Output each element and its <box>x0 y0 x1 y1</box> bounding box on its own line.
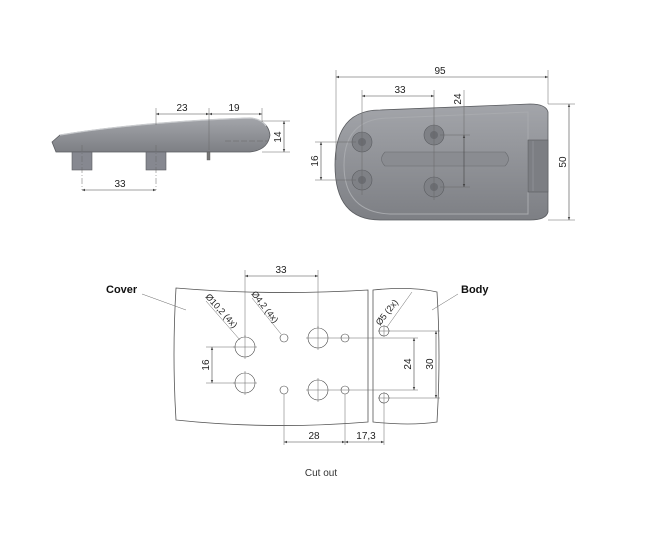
top-dim-33: 33 <box>394 85 406 96</box>
cutout-cover-panel <box>173 287 369 426</box>
side-dim-23: 23 <box>176 103 188 114</box>
cutout-view: Cover Body <box>106 265 489 479</box>
label-body: Body <box>461 284 489 296</box>
label-cover: Cover <box>106 284 138 296</box>
side-view-top-highlight <box>59 117 267 136</box>
side-view: 23 19 14 33 <box>51 103 290 192</box>
side-dim-19: 19 <box>228 103 240 114</box>
side-dim-33: 33 <box>114 179 126 190</box>
cutout-dim-28: 28 <box>308 431 320 442</box>
top-view-slot <box>381 151 509 167</box>
top-dim-16: 16 <box>310 155 321 167</box>
cutout-dim-16: 16 <box>201 359 212 371</box>
side-dim-14: 14 <box>273 131 284 143</box>
top-dim-50: 50 <box>558 156 569 168</box>
cutout-dim-17-3: 17,3 <box>356 431 376 442</box>
cutout-dim-33: 33 <box>275 265 287 276</box>
cutout-dim-24: 24 <box>403 358 414 370</box>
cutout-caption: Cut out <box>305 468 337 479</box>
top-dim-24: 24 <box>453 93 464 105</box>
top-view: 95 33 24 16 50 <box>310 66 575 221</box>
cutout-dim-30: 30 <box>425 358 436 370</box>
top-dim-95: 95 <box>434 66 446 77</box>
top-view-hinge <box>527 139 549 193</box>
